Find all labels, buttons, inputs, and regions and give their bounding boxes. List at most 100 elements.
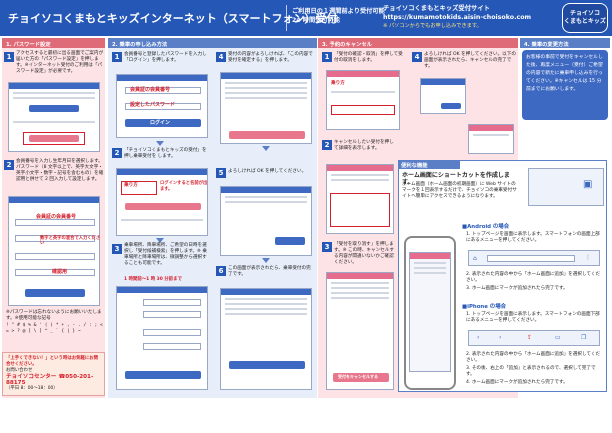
dropoff-place-field[interactable] bbox=[143, 311, 201, 318]
booking-screen-1 bbox=[116, 74, 208, 138]
cancel-column-header: 3. 予約のキャンセル bbox=[318, 38, 518, 48]
login-member-field[interactable] bbox=[125, 87, 201, 94]
help-phone[interactable]: チョイソコセンター ☎050-201-88175 bbox=[6, 374, 101, 386]
site-url[interactable]: https://kumamotokids.aisin-choisoko.com bbox=[383, 14, 532, 21]
ok-button[interactable] bbox=[441, 103, 461, 109]
android-step-2: 2. 表示された内容の中から「ホーム画面に追加」を選択してください。 bbox=[466, 272, 601, 283]
change-column-header: 4. 乗車の変更方法 bbox=[520, 38, 610, 48]
password-confirm-field[interactable] bbox=[15, 269, 95, 276]
change-instructions: お客様の事前で受付をキャンセルした後、再度メニュー（受付）ご希望の内容で新たに乗… bbox=[522, 50, 608, 120]
password-setting-button[interactable] bbox=[29, 135, 79, 142]
booking-screen-4 bbox=[220, 72, 312, 144]
screen-line bbox=[121, 219, 203, 221]
screen-line bbox=[331, 297, 389, 299]
screen-line bbox=[473, 134, 509, 136]
booking-step-4-text: 受付の内容がよろしければ、「この内容で受付を確定する」を押します。 bbox=[228, 52, 313, 63]
screen-line bbox=[13, 121, 95, 123]
iphone-step-1: 1. トップページを画面に表示します。スマートフォンの画面下部にあるメニューを押… bbox=[466, 312, 600, 323]
share-icon[interactable]: ⇪ bbox=[527, 334, 533, 341]
confirm-cancel-highlight[interactable] bbox=[331, 105, 395, 115]
time-field[interactable] bbox=[143, 343, 201, 350]
step-number: 1 bbox=[112, 52, 122, 62]
screen-bar bbox=[9, 197, 99, 203]
help-center-label: お問い合わせ bbox=[6, 368, 33, 373]
hours-line-2: 24 時間受付可能 bbox=[292, 17, 340, 24]
menu-dots-icon[interactable]: ⋮ bbox=[585, 254, 591, 261]
search-candidates-button[interactable] bbox=[125, 371, 201, 379]
down-arrow-icon bbox=[156, 238, 164, 243]
iphone-step-3: 3. その後、右上の「追加」と表示されるので、選択して完了です。 bbox=[466, 366, 596, 377]
help-hours: （平日 8：00〜18：00） bbox=[6, 386, 58, 391]
child-name-label: 乗り方 bbox=[331, 81, 345, 86]
hours-line-1: ご利用日の１週間前より受付可能 bbox=[292, 8, 385, 15]
tabs-icon[interactable]: ❐ bbox=[581, 334, 587, 341]
screen-line bbox=[414, 267, 446, 269]
booking-screen-5 bbox=[220, 186, 312, 256]
back-icon[interactable]: ‹ bbox=[477, 334, 480, 341]
password-step-2-text: 会員番号を入力し生年月日を選択します。パスワード（8 文字以上で、英字大文字・英… bbox=[16, 159, 104, 182]
screen-bar bbox=[117, 287, 207, 293]
screen-line bbox=[331, 287, 389, 289]
login-button[interactable] bbox=[29, 105, 79, 112]
step-number: 4 bbox=[216, 52, 226, 62]
login-password-field[interactable] bbox=[125, 103, 201, 110]
site-name: チョイソコくまもとキッズ受付サイト bbox=[383, 5, 490, 12]
login-name-note: ログインすると名前が出ます。 bbox=[160, 181, 208, 192]
ok-button[interactable] bbox=[275, 237, 305, 245]
iphone-step-4: 4. ホーム画面にマークが追加されたら完了です。 bbox=[466, 380, 568, 385]
booking-complete-button[interactable] bbox=[229, 361, 305, 369]
reception-hours: ご利用日の１週間前より受付可能 24 時間受付可能 bbox=[292, 7, 385, 25]
android-title: ■Android の場合 bbox=[462, 224, 510, 230]
kids-reception-button[interactable] bbox=[125, 203, 201, 210]
set-password-button[interactable] bbox=[25, 289, 85, 297]
down-arrow-icon bbox=[262, 258, 270, 263]
screen-line bbox=[225, 201, 307, 203]
step-number: 2 bbox=[322, 140, 332, 150]
screen-bar bbox=[327, 71, 399, 77]
app-shortcut-icon[interactable]: ▣ bbox=[583, 179, 593, 190]
booking-screen-2 bbox=[116, 168, 208, 236]
date-field[interactable] bbox=[143, 329, 201, 336]
cancel-booking-button[interactable] bbox=[333, 373, 389, 382]
birthdate-field[interactable] bbox=[15, 235, 95, 242]
screen-line bbox=[225, 313, 307, 315]
screen-bar bbox=[421, 79, 465, 85]
help-tel[interactable]: ☎050-201-88175 bbox=[6, 374, 94, 386]
login-button[interactable] bbox=[125, 119, 201, 127]
iphone-toolbar: ‹ › ⇪ ▭ ❐ bbox=[468, 330, 600, 346]
cancel-screen-1: 乗り方 bbox=[326, 70, 400, 130]
login-label: ログイン bbox=[150, 120, 171, 126]
screen-line bbox=[225, 87, 307, 89]
bookmarks-icon[interactable]: ▭ bbox=[555, 334, 561, 341]
screen-bar bbox=[469, 125, 513, 131]
screen-line bbox=[331, 179, 389, 181]
logo-line-2: くまもとキッズ bbox=[564, 18, 606, 25]
header-divider bbox=[286, 5, 287, 31]
pickup-place-field[interactable] bbox=[143, 299, 201, 306]
logo-line-1: チョイソコ bbox=[569, 10, 600, 17]
help-title: 「上手くできない！」という時はお気軽にお問合せください。 bbox=[6, 356, 99, 367]
home-screen-preview: ▣ bbox=[528, 168, 604, 206]
choisoko-logo: チョイソコ くまもとキッズ bbox=[562, 3, 608, 33]
cancel-step-1-text: 「受付の確認・取消」を押して受付の取消をします。 bbox=[334, 52, 403, 63]
address-bar[interactable] bbox=[487, 255, 575, 262]
help-box: 「上手くできない！」という時はお気軽にお問合せください。 お問い合わせ チョイソ… bbox=[2, 352, 105, 396]
cancel-step-4-text: よろしければ OK を押してください。以下の画面が表示されたら、キャンセルの完了… bbox=[424, 52, 516, 69]
confirm-label: 確認用 bbox=[52, 269, 68, 275]
header: チョイソコくまもとキッズインターネット（スマートフォン）受付 ご利用日の１週間前… bbox=[0, 0, 612, 36]
pc-note: ※ パソコンからでもお申し込みできます。 bbox=[383, 23, 482, 29]
member-number-field[interactable] bbox=[15, 219, 95, 226]
child-name-label: 乗り方 bbox=[124, 183, 138, 188]
usable-symbols: ! " # $ % & ' ( ) * + , - . / : ; < = > … bbox=[6, 323, 103, 334]
android-step-1: 1. トップページを画面に表示します。スマートフォンの画面上部にあるメニューを押… bbox=[466, 232, 600, 243]
password-column-header: 1. パスワード設定 bbox=[2, 38, 105, 48]
home-icon[interactable]: ⌂ bbox=[473, 255, 477, 262]
password-field[interactable] bbox=[15, 253, 95, 260]
screen-line bbox=[225, 97, 307, 99]
confirm-booking-button[interactable] bbox=[229, 131, 305, 139]
booking-screen-3 bbox=[116, 286, 208, 390]
forward-icon[interactable]: › bbox=[499, 334, 502, 341]
booking-step-6-text: この画面が表示されたら、乗車受付の完了です。 bbox=[228, 266, 311, 277]
site-info: チョイソコくまもとキッズ受付サイト https://kumamotokids.a… bbox=[383, 4, 531, 22]
booking-item-highlight[interactable] bbox=[330, 193, 390, 227]
